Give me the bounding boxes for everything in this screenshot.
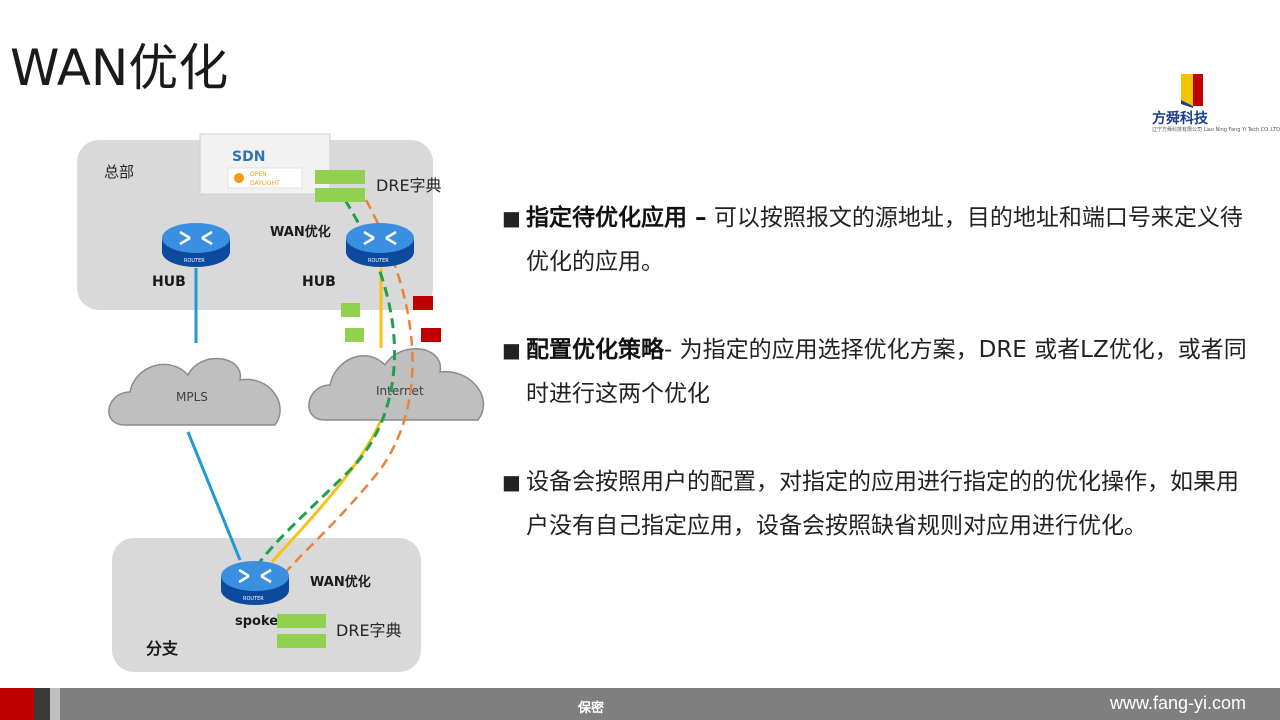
- bullet-text: - 为指定的应用选择优化方案，DRE 或者LZ优化，或者同时进行这两个优化: [526, 337, 1247, 407]
- bullet-text: 可以按照报文的源地址，目的地址和端口号来定义待优化的应用。: [526, 205, 1243, 275]
- bullet-item: ■ 指定待优化应用 – 可以按照报文的源地址，目的地址和端口号来定义待优化的应用…: [500, 196, 1260, 284]
- footer-accent-red: [0, 688, 34, 720]
- internet-link-bottom: [270, 419, 383, 563]
- mpls-label: MPLS: [176, 390, 208, 404]
- footer-url[interactable]: www.fang-yi.com: [1109, 693, 1246, 713]
- packet-green: [345, 328, 364, 342]
- bullet-text: 设备会按照用户的配置，对指定的应用进行指定的的优化操作，如果用户没有自己指定应用…: [526, 469, 1239, 539]
- hub2-label: HUB: [302, 274, 336, 290]
- footer-accent-dark: [34, 688, 50, 720]
- router-text: ROUTER: [368, 258, 389, 264]
- mpls-cloud: [108, 358, 281, 426]
- router-text: ROUTER: [184, 258, 205, 264]
- opendaylight-logo: [227, 167, 303, 189]
- dre-path-green: [236, 199, 396, 603]
- opendaylight-sun-icon: [234, 173, 244, 183]
- wan-topology-diagram: SDN OPEN DAYLIGHT MPLS Internet DRE字典 RO…: [77, 133, 485, 672]
- router-icon-spoke: ROUTER: [221, 561, 289, 605]
- router-icon-hub2: ROUTER: [346, 223, 414, 267]
- bullet-square-icon: ■: [502, 338, 521, 362]
- wan-opt-hq-label: WAN优化: [270, 224, 331, 240]
- opendaylight-text-1: OPEN: [250, 171, 267, 178]
- footer-accent-light: [50, 688, 60, 720]
- bullet-square-icon: ■: [502, 206, 521, 230]
- dre-block: [277, 614, 326, 628]
- dre-block: [315, 170, 365, 184]
- spoke-label: spoke: [235, 614, 278, 629]
- logo-subtitle: 辽宁方舜科技有限公司 Liao Ning Fang Yi Tech CO.,LT…: [1152, 127, 1280, 133]
- bullet-bold: 指定待优化应用 –: [526, 205, 707, 231]
- logo-name: 方舜科技: [1152, 111, 1208, 127]
- footer-bar: 保密 www.fang-yi.com: [0, 688, 1280, 720]
- wan-opt-branch-label: WAN优化: [310, 574, 371, 590]
- footer-confidential: 保密: [578, 701, 605, 716]
- sdn-label: SDN: [232, 149, 265, 165]
- bullet-item: ■ 配置优化策略- 为指定的应用选择优化方案，DRE 或者LZ优化，或者同时进行…: [500, 328, 1260, 416]
- mpls-link-bottom: [186, 431, 242, 561]
- router-icon-hub1: ROUTER: [162, 223, 230, 267]
- bullet-item: ■ 设备会按照用户的配置，对指定的应用进行指定的的优化操作，如果用户没有自己指定…: [500, 460, 1260, 548]
- router-text: ROUTER: [243, 596, 264, 602]
- dre-block: [315, 188, 365, 202]
- hq-label: 总部: [104, 163, 134, 181]
- dre-path-orange: [285, 199, 414, 573]
- bullet-square-icon: ■: [502, 470, 521, 494]
- page-title: WAN优化: [10, 39, 229, 97]
- bullet-bold: 配置优化策略: [526, 337, 664, 363]
- dre-dictionary-label-top: DRE字典: [376, 176, 442, 195]
- opendaylight-text-2: DAYLIGHT: [250, 180, 280, 187]
- internet-cloud: [308, 348, 485, 421]
- internet-label: Internet: [376, 384, 424, 398]
- bullet-list: ■ 指定待优化应用 – 可以按照报文的源地址，目的地址和端口号来定义待优化的应用…: [500, 196, 1260, 592]
- dre-dictionary-label-bottom: DRE字典: [336, 621, 402, 640]
- hub1-label: HUB: [152, 274, 186, 290]
- dre-block: [277, 634, 326, 648]
- branch-area: [112, 538, 421, 672]
- packet-red: [421, 328, 441, 342]
- packet-red: [413, 296, 433, 310]
- packet-green: [341, 303, 360, 317]
- branch-label: 分支: [146, 639, 179, 658]
- company-logo: [1181, 74, 1203, 108]
